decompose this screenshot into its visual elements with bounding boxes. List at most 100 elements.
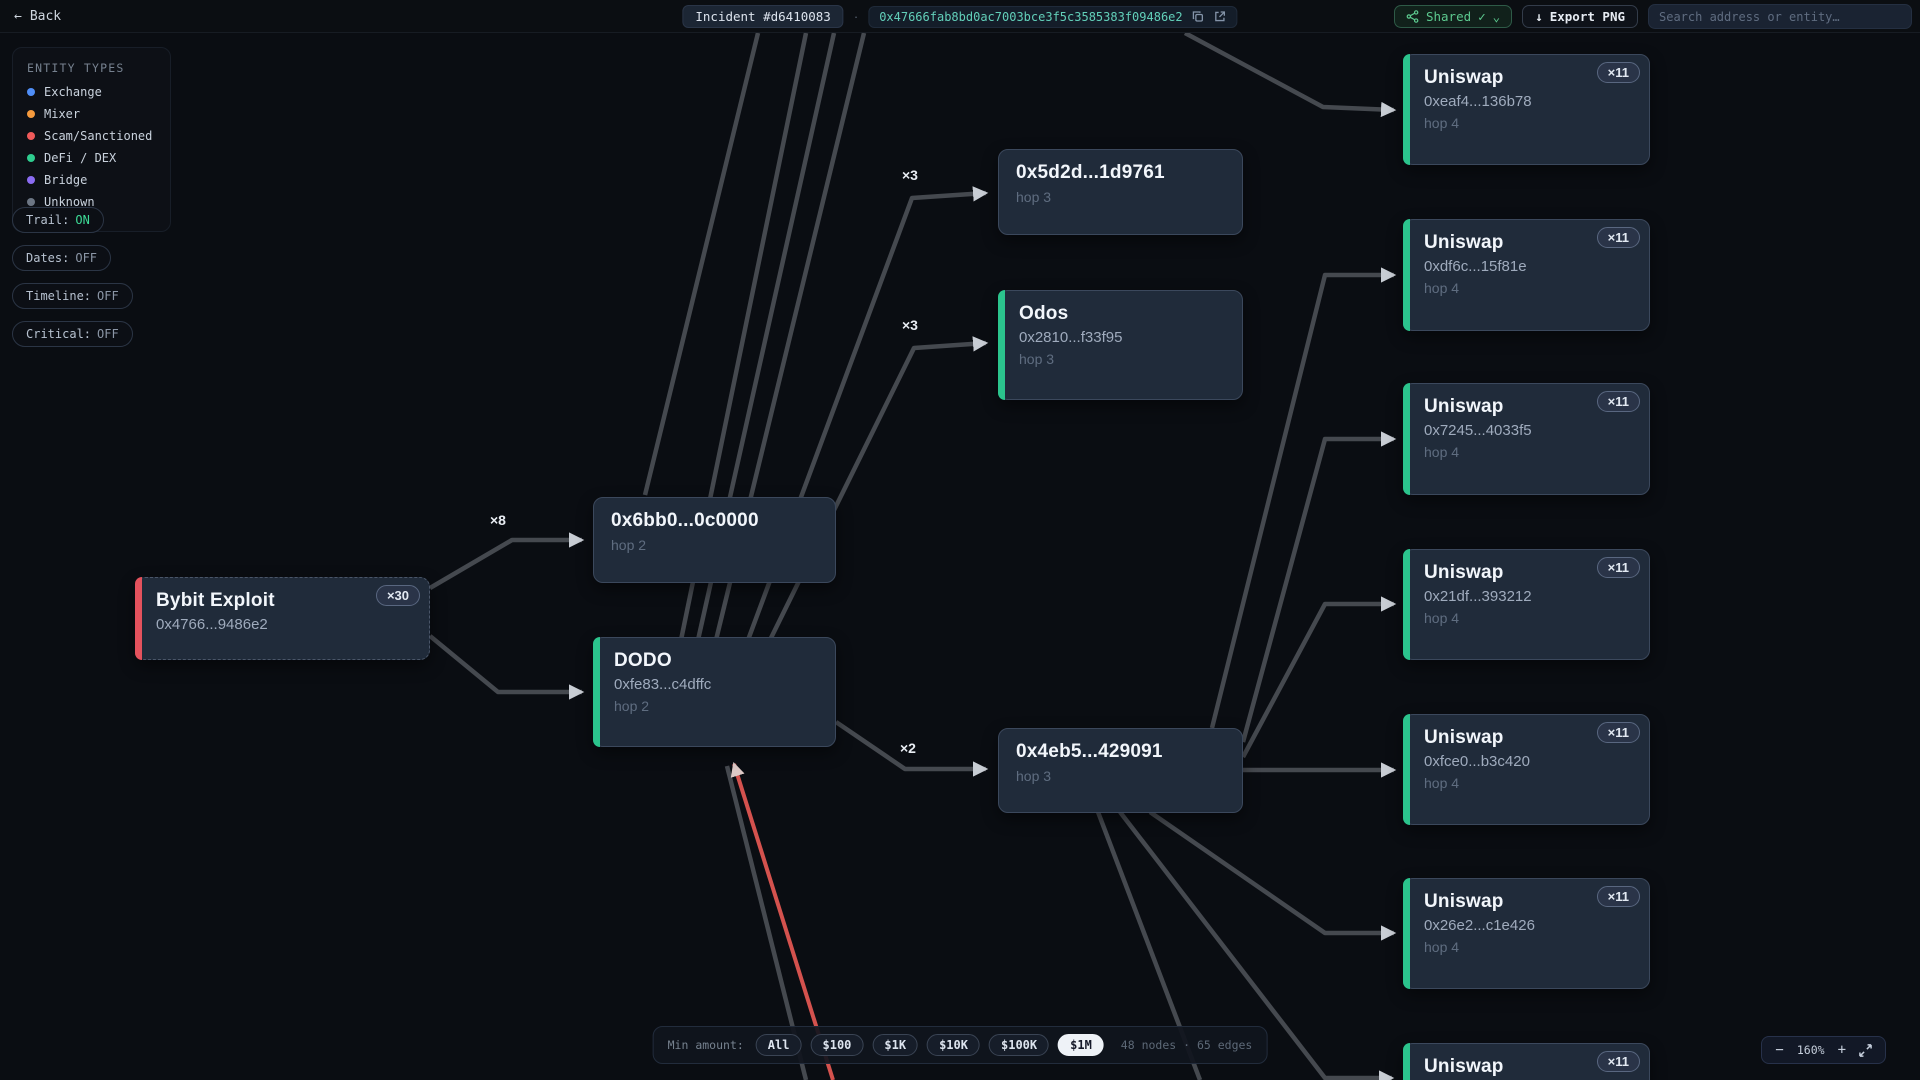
- node-0x5d2d[interactable]: 0x5d2d...1d9761 hop 3: [998, 149, 1243, 235]
- defi-accent-bar: [1403, 219, 1410, 331]
- incident-address: 0x47666fab8bd0ac7003bce3f5c3585383f09486…: [879, 9, 1183, 24]
- export-png-button[interactable]: ↓ Export PNG: [1522, 5, 1638, 28]
- exchange-dot-icon: [27, 88, 35, 96]
- filter-chip-100k[interactable]: $100K: [988, 1034, 1050, 1056]
- node-title: Bybit Exploit: [156, 590, 275, 611]
- legend-item-mixer: Mixer: [27, 107, 152, 121]
- defi-accent-bar: [1403, 1043, 1410, 1080]
- defi-accent-bar: [998, 290, 1005, 400]
- zoom-controls: − 160% +: [1761, 1036, 1886, 1064]
- node-hop: hop 4: [1424, 115, 1460, 131]
- node-title: Uniswap: [1424, 727, 1504, 748]
- scam-dot-icon: [27, 132, 35, 140]
- node-address: 0x7245...4033f5: [1424, 422, 1532, 439]
- node-count-badge: ×11: [1596, 62, 1640, 83]
- toggle-dates[interactable]: Dates: OFF: [12, 245, 112, 271]
- zoom-out-button[interactable]: −: [1775, 1042, 1784, 1058]
- copy-icon[interactable]: [1192, 10, 1205, 23]
- node-title: 0x6bb0...0c0000: [611, 510, 759, 531]
- legend-title: ENTITY TYPES: [27, 61, 125, 75]
- node-address: 0x21df...393212: [1424, 588, 1532, 605]
- export-label: Export PNG: [1549, 9, 1625, 24]
- node-uniswap-1[interactable]: ×11 Uniswap 0xeaf4...136b78 hop 4: [1403, 54, 1650, 165]
- node-address: 0x2810...f33f95: [1019, 329, 1123, 346]
- filter-chip-10k[interactable]: $10K: [927, 1034, 980, 1056]
- legend-item-exchange: Exchange: [27, 85, 152, 99]
- node-0x4eb5[interactable]: 0x4eb5...429091 hop 3: [998, 728, 1243, 813]
- node-uniswap-2[interactable]: ×11 Uniswap 0xdf6c...15f81e hop 4: [1403, 219, 1650, 331]
- node-hop: hop 3: [1019, 351, 1055, 367]
- node-hop: hop 2: [611, 537, 647, 553]
- toggle-timeline-state: OFF: [97, 289, 119, 303]
- node-hop: hop 4: [1424, 444, 1460, 460]
- node-count-badge: ×11: [1596, 722, 1640, 743]
- node-uniswap-5[interactable]: ×11 Uniswap 0xfce0...b3c420 hop 4: [1403, 714, 1650, 825]
- graph-stats: 48 nodes · 65 edges: [1120, 1038, 1253, 1052]
- min-amount-bar: Min amount: All $100 $1K $10K $100K $1M …: [652, 1026, 1268, 1064]
- node-count-badge: ×11: [1596, 391, 1640, 412]
- back-label: Back: [29, 8, 62, 24]
- shared-button[interactable]: Shared ✓ ⌄: [1393, 5, 1513, 28]
- node-title: Uniswap: [1424, 67, 1504, 88]
- legend-item-scam: Scam/Sanctioned: [27, 129, 152, 143]
- filter-chip-1k[interactable]: $1K: [872, 1034, 919, 1056]
- filter-chip-1m[interactable]: $1M: [1058, 1034, 1104, 1056]
- fullscreen-icon[interactable]: [1859, 1043, 1872, 1057]
- incident-address-chip: 0x47666fab8bd0ac7003bce3f5c3585383f09486…: [868, 5, 1238, 28]
- node-title: 0x4eb5...429091: [1016, 741, 1163, 762]
- view-toggles: Trail: ON Dates: OFF Timeline: OFF Criti…: [12, 207, 133, 347]
- toggle-trail-state: ON: [75, 213, 90, 227]
- shared-check: ✓: [1478, 9, 1486, 24]
- filter-chip-100[interactable]: $100: [810, 1034, 864, 1056]
- back-button[interactable]: ← Back: [14, 9, 61, 24]
- node-title: Uniswap: [1424, 396, 1504, 417]
- node-uniswap-7[interactable]: ×11 Uniswap: [1403, 1043, 1650, 1080]
- mixer-dot-icon: [27, 110, 35, 118]
- external-link-icon[interactable]: [1214, 10, 1227, 23]
- chevron-down-icon: ⌄: [1492, 9, 1501, 24]
- zoom-level: 160%: [1796, 1043, 1825, 1057]
- node-uniswap-4[interactable]: ×11 Uniswap 0x21df...393212 hop 4: [1403, 549, 1650, 660]
- search-input[interactable]: [1648, 4, 1912, 29]
- toggle-trail[interactable]: Trail: ON: [12, 207, 104, 233]
- legend-item-defi: DeFi / DEX: [27, 151, 152, 165]
- edge-label-x2: ×2: [900, 740, 916, 756]
- defi-accent-bar: [593, 637, 600, 747]
- share-icon: [1406, 10, 1419, 23]
- node-uniswap-6[interactable]: ×11 Uniswap 0x26e2...c1e426 hop 4: [1403, 878, 1650, 989]
- node-title: DODO: [614, 650, 672, 671]
- node-hop: hop 4: [1424, 280, 1460, 296]
- node-dodo[interactable]: DODO 0xfe83...c4dffc hop 2: [593, 637, 836, 747]
- toggle-critical[interactable]: Critical: OFF: [12, 321, 133, 347]
- node-hop: hop 4: [1424, 775, 1460, 791]
- defi-accent-bar: [1403, 549, 1410, 660]
- filter-chip-all[interactable]: All: [755, 1034, 802, 1056]
- back-arrow-icon: ←: [14, 8, 22, 24]
- node-address: 0xfce0...b3c420: [1424, 753, 1530, 770]
- node-0x6bb0[interactable]: 0x6bb0...0c0000 hop 2: [593, 497, 836, 583]
- defi-accent-bar: [1403, 878, 1410, 989]
- node-count-badge: ×11: [1596, 227, 1640, 248]
- separator-dot: ·: [853, 9, 859, 24]
- node-title: 0x5d2d...1d9761: [1016, 162, 1165, 183]
- node-hop: hop 2: [614, 698, 650, 714]
- unknown-dot-icon: [27, 198, 35, 206]
- node-title: Uniswap: [1424, 232, 1504, 253]
- node-address: 0xfe83...c4dffc: [614, 676, 712, 693]
- node-title: Uniswap: [1424, 1056, 1504, 1077]
- node-hop: hop 3: [1016, 768, 1052, 784]
- node-address: 0x26e2...c1e426: [1424, 917, 1535, 934]
- zoom-in-button[interactable]: +: [1837, 1042, 1846, 1058]
- node-title: Uniswap: [1424, 562, 1504, 583]
- node-odos[interactable]: Odos 0x2810...f33f95 hop 3: [998, 290, 1243, 400]
- node-hop: hop 3: [1016, 189, 1052, 205]
- toggle-timeline[interactable]: Timeline: OFF: [12, 283, 133, 309]
- defi-accent-bar: [1403, 383, 1410, 495]
- scam-accent-bar: [135, 577, 142, 660]
- node-count-badge: ×11: [1596, 557, 1640, 578]
- node-bybit-exploit[interactable]: ×30 Bybit Exploit 0x4766...9486e2: [135, 577, 430, 660]
- header-center: Incident #d6410083 · 0x47666fab8bd0ac700…: [682, 0, 1238, 33]
- node-uniswap-3[interactable]: ×11 Uniswap 0x7245...4033f5 hop 4: [1403, 383, 1650, 495]
- node-hop: hop 4: [1424, 939, 1460, 955]
- defi-accent-bar: [1403, 714, 1410, 825]
